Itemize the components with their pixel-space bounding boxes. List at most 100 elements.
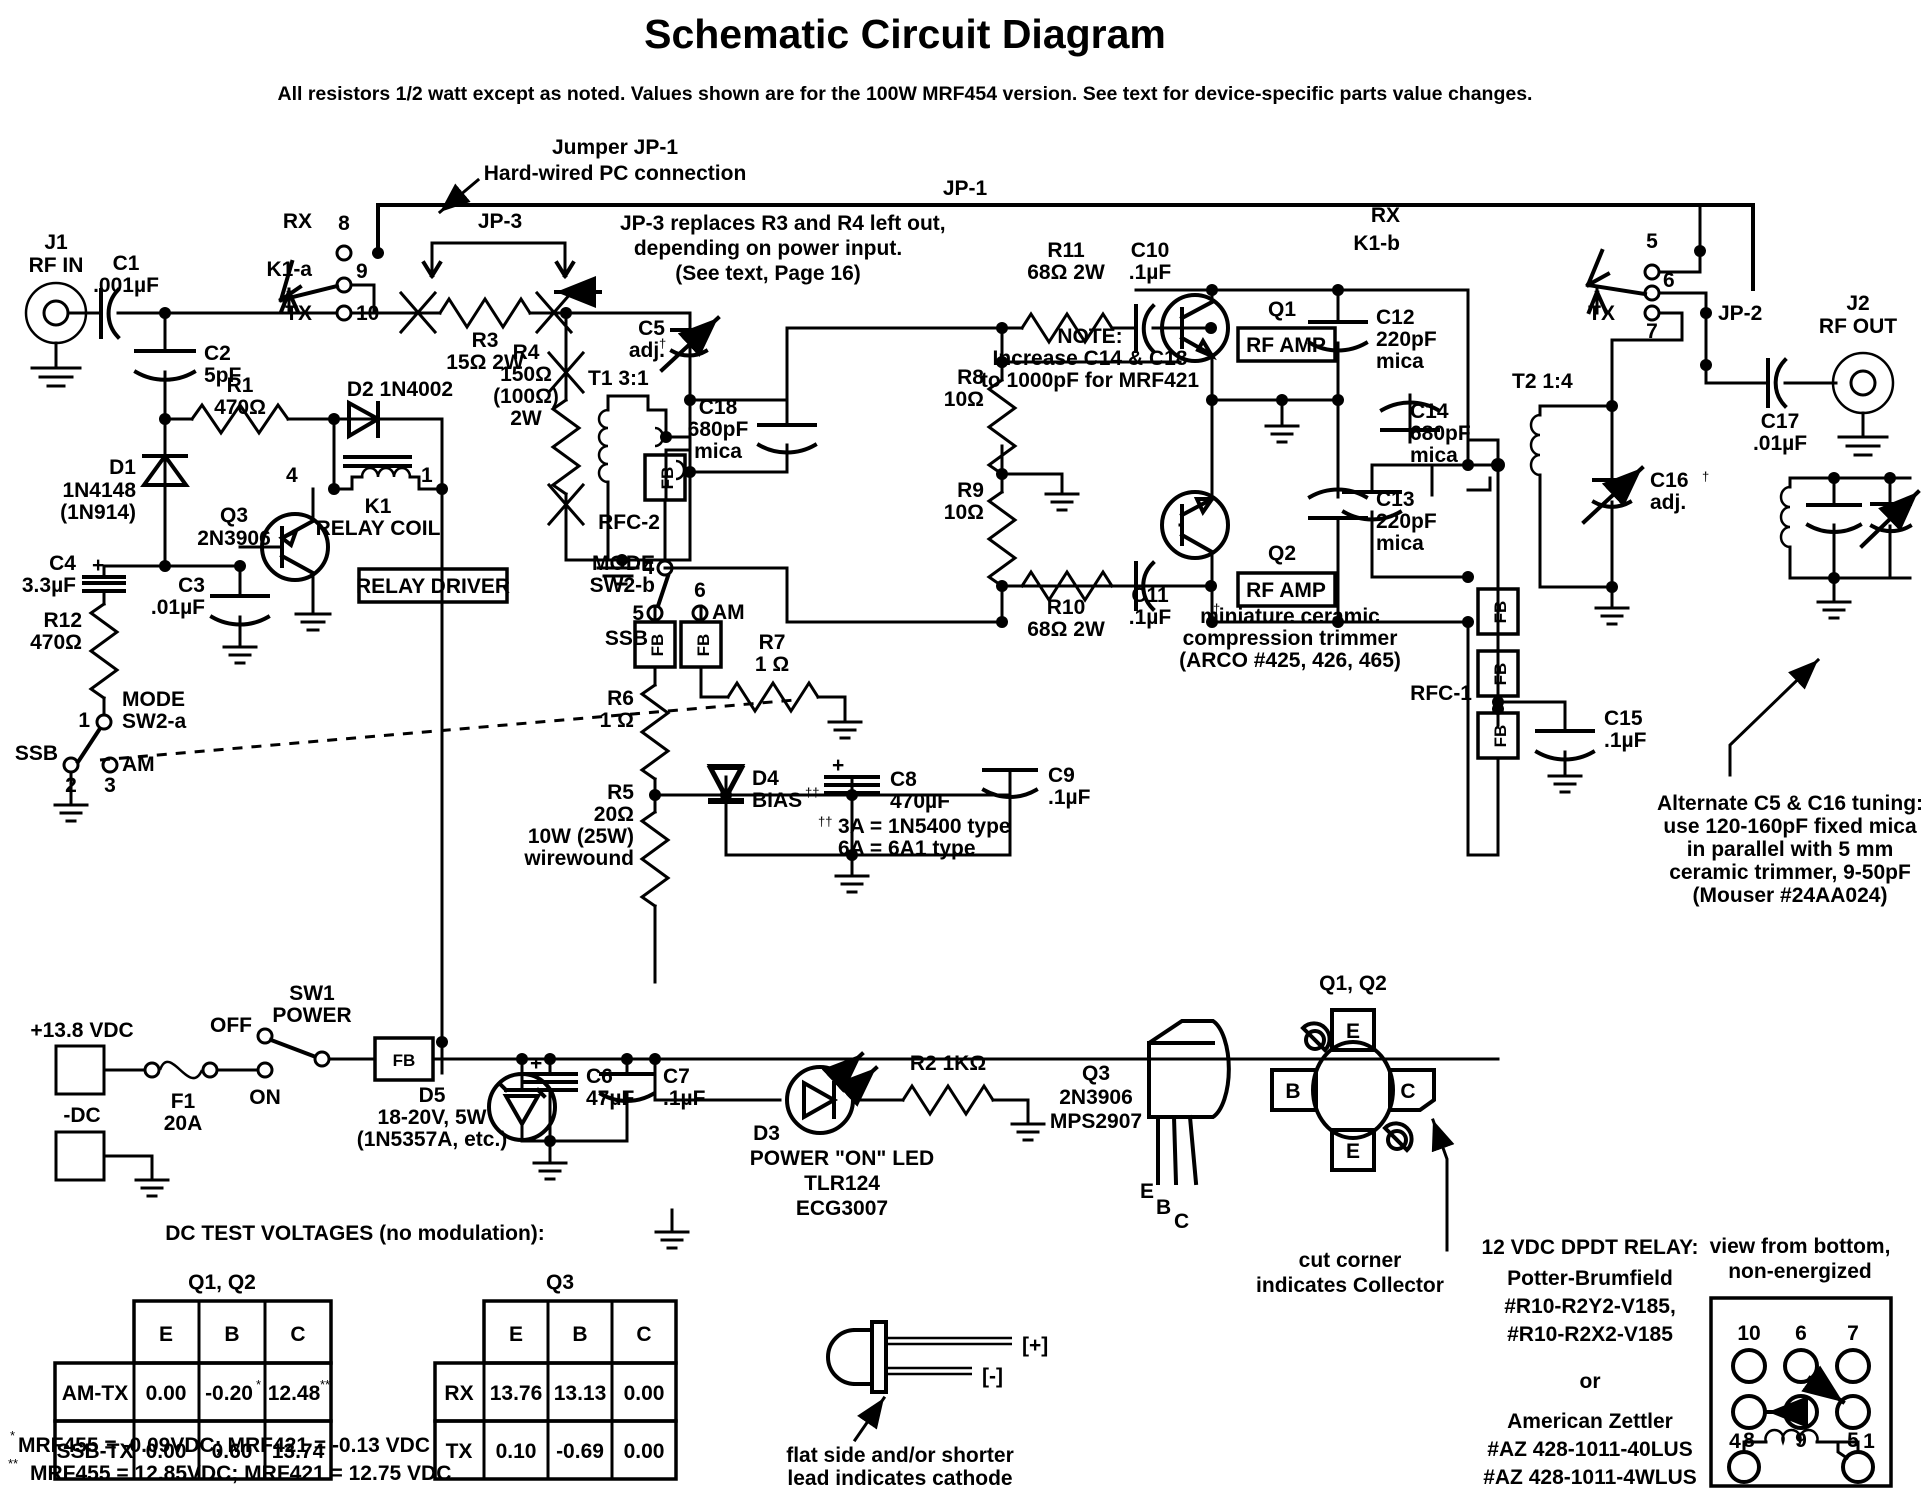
- q2-ref: Q2: [1268, 542, 1296, 565]
- sw2b-am-label: AM: [712, 601, 745, 624]
- d5-value: 18-20V, 5W: [378, 1106, 487, 1129]
- relay-pin-7: 7: [1847, 1322, 1859, 1345]
- sw1-common-contact[interactable]: [313, 1050, 331, 1068]
- q3-package-legend: [1147, 1019, 1231, 1186]
- c14-value2: mica: [1410, 444, 1458, 467]
- r5-value3: wirewound: [523, 847, 634, 870]
- c4-polarity: +: [92, 554, 104, 577]
- c16-dagger: †: [1702, 469, 1709, 484]
- c1-ref: C1: [113, 252, 140, 275]
- r2-label: R2 1KΩ: [910, 1052, 986, 1075]
- c9-ref: C9: [1048, 764, 1075, 787]
- power-plus-terminal: [54, 1044, 106, 1096]
- d3-ref: D3: [753, 1122, 780, 1145]
- q1q2-row1-B: 0.60: [212, 1440, 253, 1463]
- f1-terminal-right: [201, 1061, 219, 1079]
- jumper-jp1-label-line1: Jumper JP-1: [552, 136, 678, 159]
- r5-value: 20Ω: [594, 803, 634, 826]
- k1b-pin5-contact[interactable]: [1643, 263, 1661, 281]
- relay-pinout-diagram: 10 6 7 8 9 5 4 1: [1709, 1296, 1893, 1488]
- q3-pkg-ref: Q3: [1082, 1062, 1110, 1085]
- d1-ref: D1: [109, 456, 136, 479]
- q3-pkg-pin-b: B: [1156, 1196, 1171, 1219]
- c8-ref: C8: [890, 768, 917, 791]
- sw2a-pin1-label: 1: [78, 709, 90, 732]
- c1-value: .001µF: [93, 274, 159, 297]
- q3-ref: Q3: [220, 504, 248, 527]
- relay-driver-box: [357, 567, 509, 604]
- r11-value: 68Ω 2W: [1027, 261, 1105, 284]
- q1-rfamp-box: [1236, 326, 1337, 363]
- k1b-label: K1-b: [1353, 232, 1400, 255]
- k1b-rx-label: RX: [1371, 204, 1400, 227]
- c15-value: .1µF: [1604, 729, 1647, 752]
- q3-pkg-part2: MPS2907: [1050, 1110, 1142, 1133]
- relay-mfr1: Potter-Brumfield: [1507, 1267, 1673, 1290]
- c15-ref: C15: [1604, 707, 1643, 730]
- d4-dagger2: ††: [805, 785, 819, 800]
- c8-polarity: +: [832, 754, 844, 777]
- r6-value: 1 Ω: [600, 709, 634, 732]
- c4-ref: C4: [49, 552, 76, 575]
- footnote2-text: MRF455 = 12.85VDC; MRF421 = 12.75 VDC: [30, 1462, 451, 1485]
- note-line3: to 1000pF for MRF421: [981, 369, 1200, 392]
- footnote1-mark: *: [10, 1428, 15, 1443]
- sw2a-mode-label: MODE: [122, 688, 185, 711]
- relay-pin-1: 1: [1863, 1430, 1875, 1453]
- k1a-pin9-contact[interactable]: [335, 276, 353, 294]
- q1q2-pkg-pin-e2: E: [1346, 1140, 1360, 1163]
- sw2b-name: SW2-b: [590, 574, 655, 597]
- d3-part2: ECG3007: [796, 1197, 888, 1220]
- q1q2-pkg-pin-e1: E: [1346, 1020, 1360, 1043]
- c13-value2: mica: [1376, 532, 1424, 555]
- sw1-off-contact[interactable]: [256, 1027, 274, 1045]
- relay-title: 12 VDC DPDT RELAY:: [1481, 1236, 1698, 1259]
- d4-ref: D4: [752, 767, 779, 790]
- c17-value: .01µF: [1753, 432, 1807, 455]
- c10-ref: C10: [1131, 239, 1170, 262]
- q1q2-pkg-pin-c: C: [1400, 1080, 1415, 1103]
- q3-row0-label: RX: [444, 1382, 473, 1405]
- c6-ref: C6: [586, 1065, 613, 1088]
- sw1-on-label: ON: [249, 1086, 281, 1109]
- dc-test-heading: DC TEST VOLTAGES (no modulation):: [165, 1222, 545, 1245]
- sw2a-am-label: AM: [122, 753, 155, 776]
- dagger2-mark: ††: [818, 814, 832, 829]
- c14-value: 680pF: [1410, 422, 1471, 445]
- k1b-pin6-num: 6: [1663, 269, 1675, 292]
- q1q2-row0-B: -0.20: [205, 1382, 253, 1405]
- k1a-pin8-contact[interactable]: [335, 244, 353, 262]
- relay-pin-10: 10: [1737, 1322, 1760, 1345]
- r3-value: 15Ω 2W: [446, 351, 524, 374]
- alt-note-line4: ceramic trimmer, 9-50pF: [1669, 861, 1911, 884]
- c10-value: .1µF: [1129, 261, 1172, 284]
- r12-value: 470Ω: [30, 631, 82, 654]
- sw1-off-label: OFF: [210, 1014, 252, 1037]
- q3-pkg-pin-e: E: [1140, 1180, 1154, 1203]
- q1q2-row1-E: 0.00: [146, 1440, 187, 1463]
- k1a-pin10-contact[interactable]: [335, 304, 353, 322]
- q3-row1-B: -0.69: [556, 1440, 604, 1463]
- sw2a-pin3-contact[interactable]: [101, 756, 119, 774]
- q3-row0-C: 0.00: [624, 1382, 665, 1405]
- sw2a-pin2-contact[interactable]: [62, 756, 80, 774]
- k1b-pin7-contact[interactable]: [1643, 304, 1661, 322]
- r4-value3: 2W: [510, 407, 542, 430]
- c8-value: 470µF: [890, 790, 950, 813]
- r3-ref: R3: [472, 329, 499, 352]
- c11-ref: C11: [1131, 584, 1169, 607]
- jp3-label: JP-3: [478, 210, 522, 233]
- t2-label: T2 1:4: [1512, 370, 1573, 393]
- sw2a-pin1-contact[interactable]: [95, 713, 113, 731]
- c6-polarity: +: [530, 1052, 542, 1075]
- alternate-tuning-inset: [1728, 472, 1921, 777]
- r6-ref: R6: [607, 687, 634, 710]
- fb-rfc1-label1: FB: [1491, 601, 1510, 624]
- r1-value: 470Ω: [214, 396, 266, 419]
- k1-name: RELAY COIL: [316, 517, 441, 540]
- sw1-on-contact[interactable]: [256, 1061, 274, 1079]
- trimmer-note-line1: miniature ceramic: [1200, 605, 1380, 628]
- k1-pin1-label: 1: [421, 464, 433, 487]
- sw2b-pin4-num: 4: [642, 556, 654, 579]
